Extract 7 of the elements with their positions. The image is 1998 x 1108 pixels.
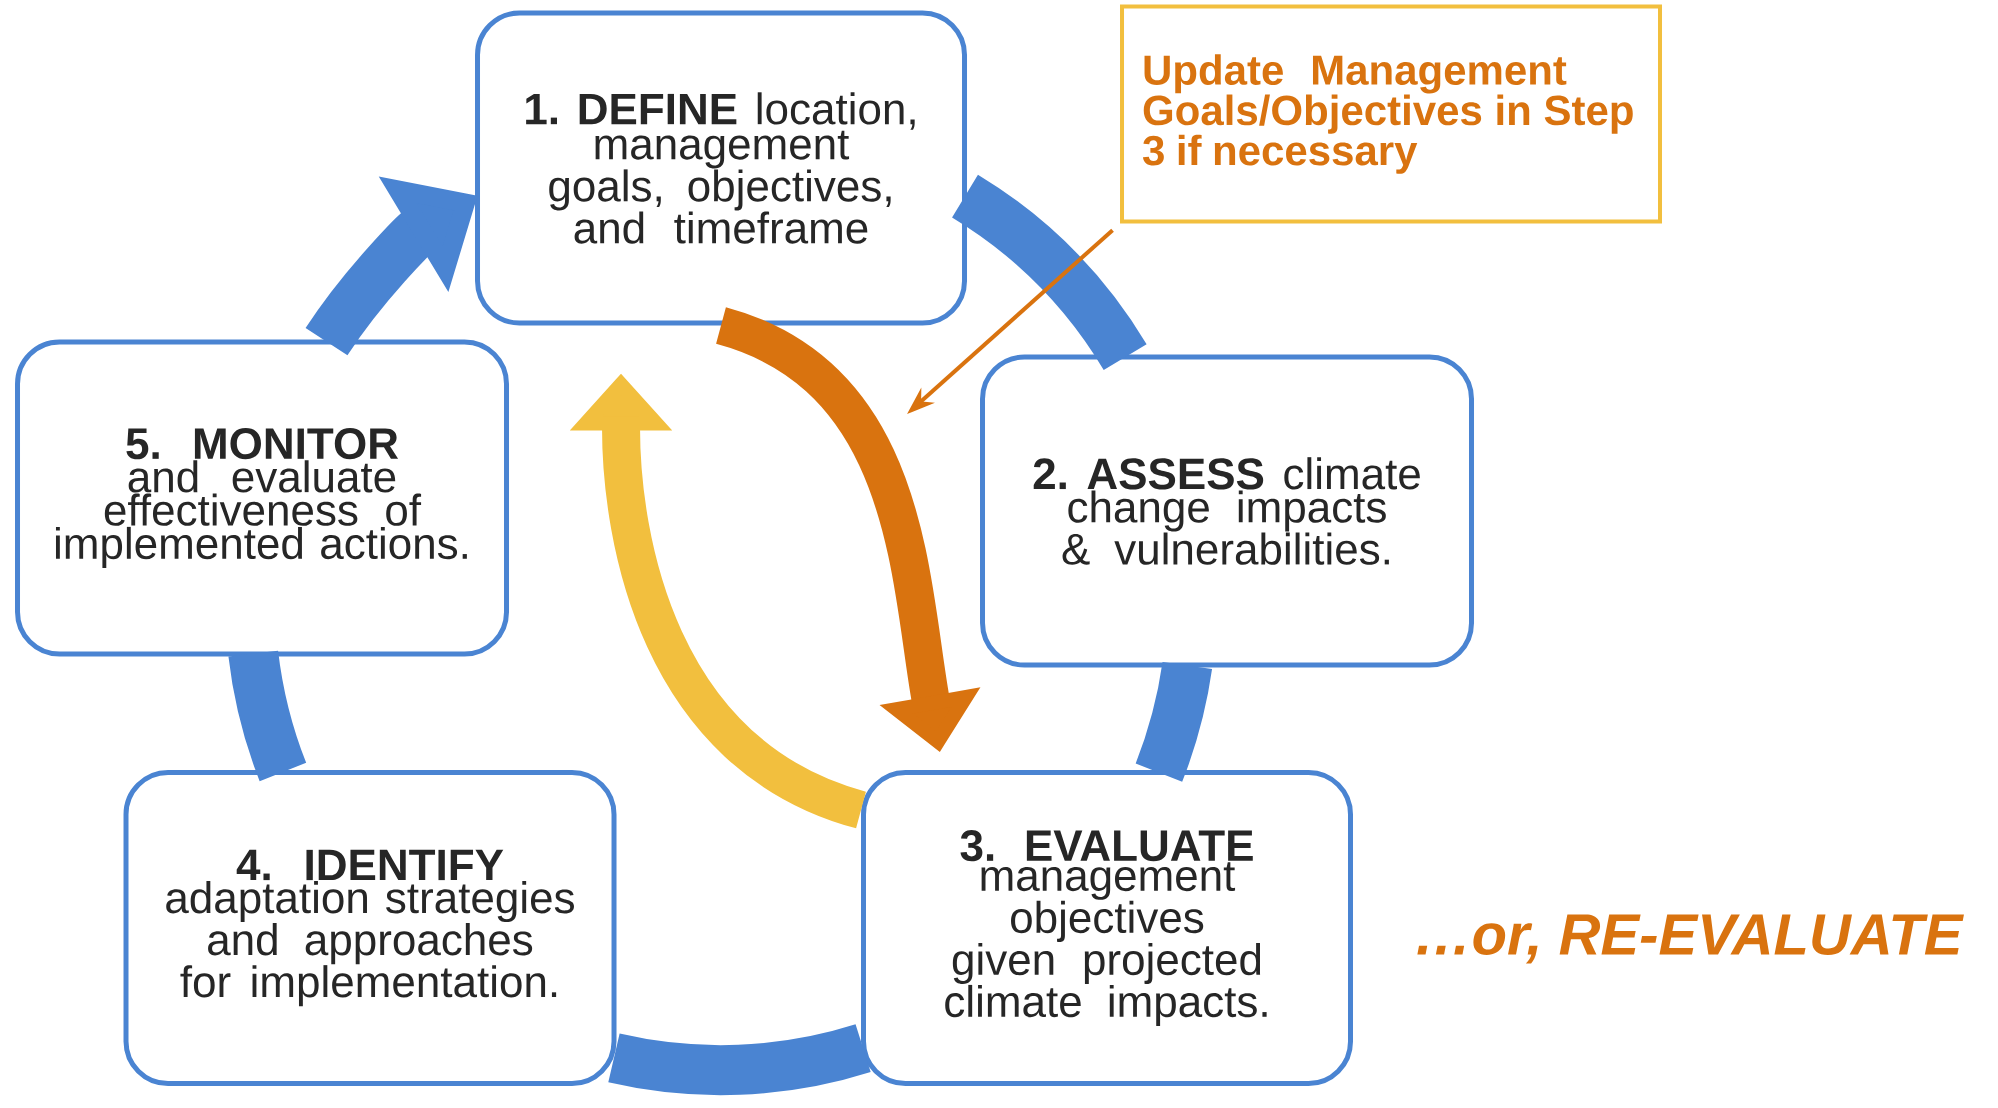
step-box: 3. EVALUATE management objectives given projected climate impacts. [861,770,1353,1086]
note-box: Update Management Goals/Objectives in Step 3 if necessary [1120,4,1662,224]
note-text: …or, RE-EVALUATE [1417,914,1964,964]
step-box: 4. IDENTIFY adaptation strategies and approaches for implementation. [123,770,617,1086]
step-box: 1. DEFINE location, management goals, objectives, and timeframe [475,10,967,326]
step-box: 5. MONITOR and evaluate effectiveness of implemented actions. [15,339,509,657]
step-box: 2. ASSESS climate change impacts & vulnerabilities. [980,354,1474,668]
